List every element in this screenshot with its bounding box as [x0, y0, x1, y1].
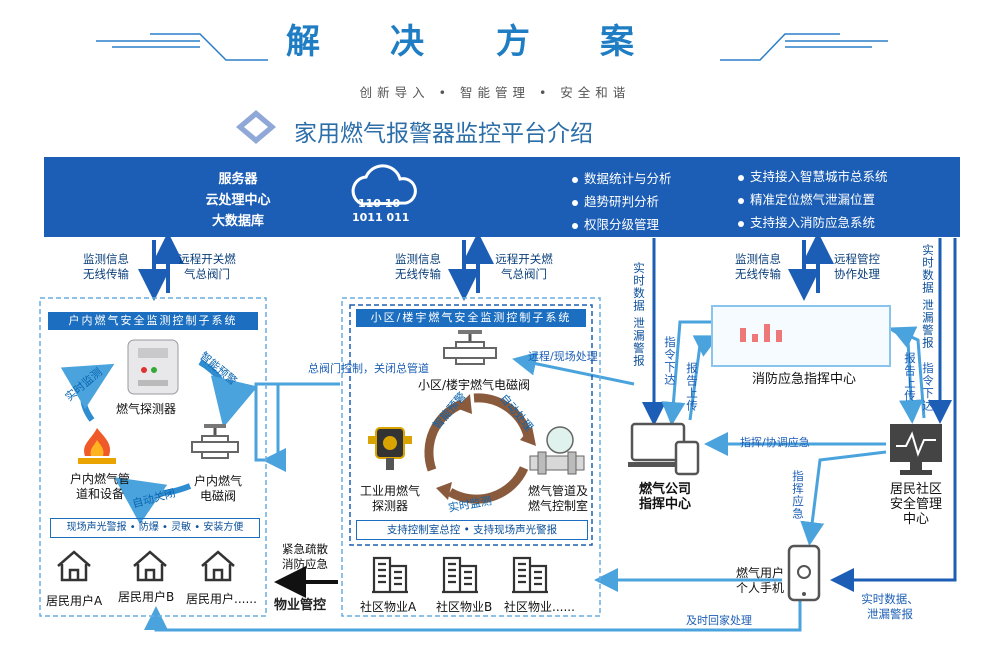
- bullet-fire-system: 支持接入消防应急系统: [738, 212, 875, 231]
- property-b: 社区物业B: [436, 600, 493, 614]
- label-monitor-3: 监测信息 无线传输: [735, 252, 781, 281]
- cloud-icon: [351, 164, 417, 206]
- pipe-room-label: 燃气管道及 燃气控制室: [527, 484, 588, 513]
- server-label: 服务器: [218, 172, 258, 187]
- community-center-label: 居民社区 安全管理 中心: [889, 482, 942, 527]
- flame-icon: [78, 428, 116, 464]
- resident-c: 居民用户......: [186, 592, 257, 606]
- indoor-valve-icon: [191, 424, 239, 459]
- house-icon-b: [133, 550, 167, 582]
- label-realtime-right: 实时数据 泄漏警报: [921, 244, 935, 349]
- industrial-detector-label: 工业用燃气 探测器: [359, 484, 420, 513]
- label-report-up: 报告上传: [685, 362, 699, 412]
- server-band: [44, 157, 960, 237]
- resident-a: 居民用户A: [46, 594, 103, 608]
- label-remote-valve-1: 远程开关燃 气总阀门: [178, 252, 236, 281]
- label-remote-valve-2: 远程开关燃 气总阀门: [495, 252, 553, 281]
- cloud-bits-row2: 1011 011: [352, 211, 410, 224]
- building-icon-c: [512, 556, 548, 594]
- title-char-1: 解: [286, 22, 320, 62]
- fire-center-chart-icon: [740, 324, 782, 342]
- database-label: 大数据库: [211, 214, 264, 229]
- pipe-room-icon: [529, 426, 585, 475]
- gas-detector-icon: [127, 339, 179, 395]
- indoor-valve-label: 户内燃气 电磁阀: [193, 474, 242, 503]
- cloud-center-label: 云处理中心: [205, 193, 271, 208]
- industrial-detector-icon: [368, 427, 412, 470]
- phone-label: 燃气用户 个人手机: [735, 566, 784, 595]
- indoor-panel-title: 户内燃气安全监测控制子系统: [48, 312, 258, 330]
- building-icon-b: [442, 556, 478, 594]
- indoor-pipe-label: 户内燃气管 道和设备: [69, 472, 130, 501]
- subtitle: 创新导入 • 智能管理 • 安全和谐: [359, 85, 631, 100]
- bullet-smart-city: 支持接入智慧城市总系统: [738, 166, 888, 185]
- label-remote-process: 远程/现场处理: [528, 350, 598, 363]
- label-command-coord: 指挥/协调应急: [740, 436, 810, 449]
- label-monitor-2: 监测信息 无线传输: [395, 252, 441, 281]
- community-footer: 支持控制室总控 • 支持现场声光警报: [356, 520, 588, 540]
- cloud-bits-row1: 110 10: [358, 197, 401, 210]
- label-response: 指挥应急: [791, 470, 805, 520]
- fire-center-label: 消防应急指挥中心: [752, 372, 857, 387]
- bullet-stats: 数据统计与分析: [572, 168, 672, 187]
- diamond-logo-icon: [236, 110, 276, 144]
- computer-icon: [628, 422, 700, 476]
- label-remote-control: 远程管控 协作处理: [834, 252, 880, 281]
- community-valve-icon: [443, 330, 497, 365]
- indoor-footer: 现场声光警报 • 防爆 • 灵敏 • 安装方便: [50, 518, 260, 538]
- title-char-3: 方: [496, 22, 530, 62]
- label-realtime-bottom: 实时数据、 泄漏警报: [861, 592, 919, 621]
- gas-detector-label: 燃气探测器: [116, 402, 177, 416]
- property-c: 社区物业......: [504, 600, 575, 614]
- label-monitor-1: 监测信息 无线传输: [83, 252, 129, 281]
- community-valve-label: 小区/楼宇燃气电磁阀: [418, 378, 531, 392]
- label-emergency: 紧急疏散 消防应急: [282, 542, 328, 571]
- phone-icon: [787, 544, 821, 602]
- bullet-locate: 精准定位燃气泄漏位置: [738, 189, 875, 208]
- title-char-2: 决: [390, 22, 424, 62]
- resident-b: 居民用户B: [118, 590, 175, 604]
- label-cmd-down: 指令下达: [663, 336, 677, 386]
- bullet-permission: 权限分级管理: [572, 214, 659, 233]
- page-heading: 家用燃气报警器监控平台介绍: [294, 121, 593, 147]
- gas-company-label: 燃气公司 指挥中心: [638, 482, 691, 512]
- label-go-home: 及时回家处理: [686, 614, 752, 627]
- title-char-4: 案: [600, 22, 634, 62]
- house-icon-c: [201, 550, 235, 582]
- label-property-control: 物业管控: [274, 598, 327, 613]
- label-report-up-2: 报告上传: [903, 352, 917, 402]
- building-icon-a: [372, 556, 408, 594]
- house-icon-a: [57, 550, 91, 582]
- label-cmd-down-2: 指令下达: [921, 362, 935, 412]
- label-realtime-left: 实时数据 泄漏警报: [632, 262, 646, 367]
- property-a: 社区物业A: [360, 600, 417, 614]
- monitor-icon: [890, 424, 942, 475]
- header-decoration: [96, 33, 888, 61]
- label-main-valve: 总阀门控制，关闭总管道: [308, 362, 429, 375]
- bullet-trend: 趋势研判分析: [572, 191, 659, 210]
- community-panel-title: 小区/楼宇燃气安全监测控制子系统: [356, 309, 586, 327]
